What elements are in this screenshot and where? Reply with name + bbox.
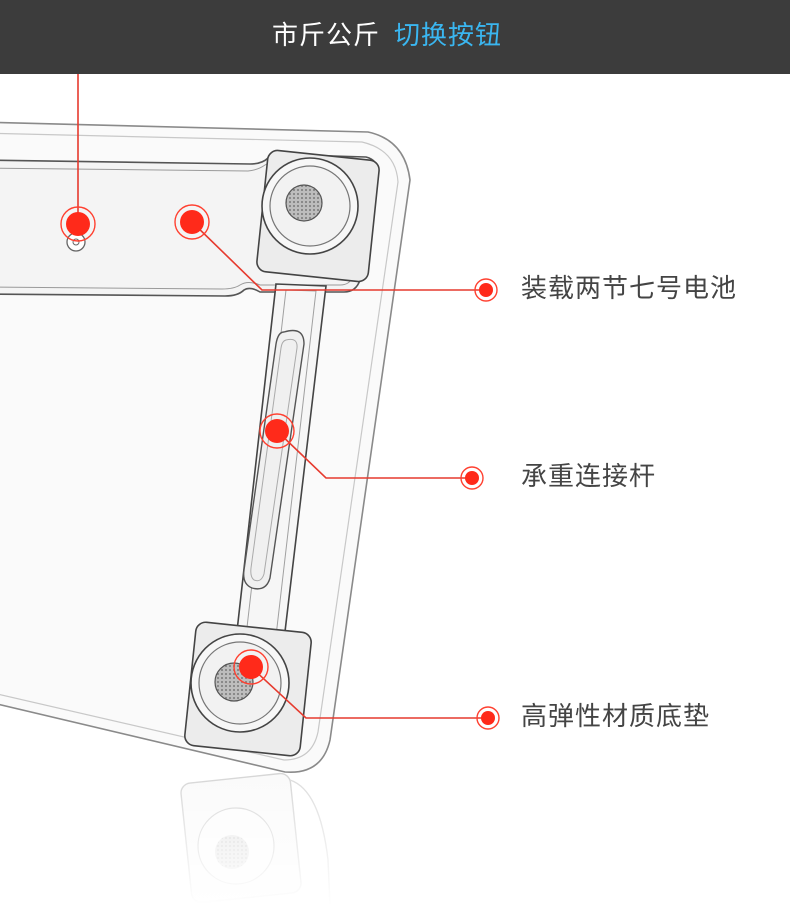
header-title: 市斤公斤切换按钮	[272, 18, 502, 54]
dot-foot	[476, 706, 500, 730]
top-foot-pad	[285, 184, 323, 222]
marker-rod	[259, 413, 295, 449]
rod-slot	[242, 329, 305, 590]
header-bar: 市斤公斤切换按钮	[0, 0, 790, 74]
leader-battery	[191, 221, 486, 291]
header-title-text: 市斤公斤	[272, 21, 381, 51]
leader-foot	[250, 666, 488, 719]
marker-switch	[60, 206, 96, 242]
marker-foot	[233, 649, 269, 685]
marker-battery	[174, 204, 210, 240]
leader-rod	[276, 430, 472, 479]
scale-inner-edge	[0, 132, 399, 761]
header-highlight-text: 切换按钮	[394, 21, 503, 51]
dot-battery	[474, 278, 498, 302]
dot-rod	[460, 466, 484, 490]
callout-rod-label: 承重连接杆	[521, 462, 657, 492]
callout-foot-pad-label: 高弹性材质底垫	[521, 702, 711, 732]
callout-battery-label: 装载两节七号电池	[521, 274, 738, 304]
